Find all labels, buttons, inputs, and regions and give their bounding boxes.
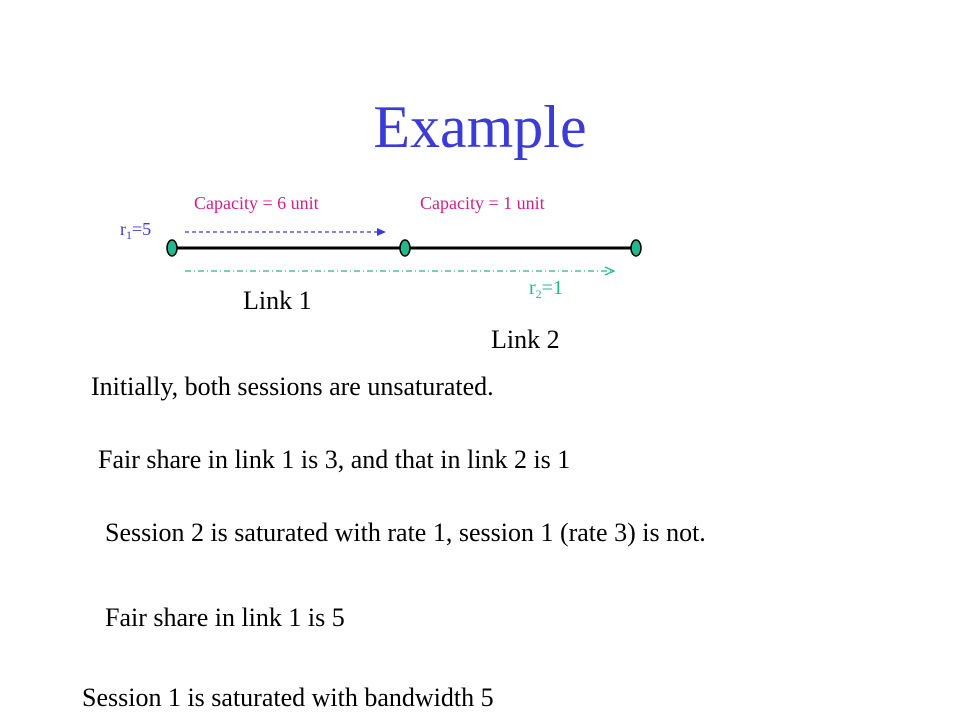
- session-2-arrowhead: [604, 266, 616, 276]
- r2-subscript: 2: [535, 287, 542, 301]
- initial-state-text: Initially, both sessions are unsaturated…: [91, 372, 494, 401]
- session-2-rate-label: r2=1: [529, 277, 563, 302]
- r2-symbol: r: [529, 277, 536, 299]
- r1-subscript: 1: [126, 228, 132, 242]
- session-1-rate-label: r1=5: [120, 219, 151, 243]
- node-destination: [630, 239, 642, 257]
- session-2-saturated-text: Session 2 is saturated with rate 1, sess…: [105, 518, 706, 547]
- session-1-saturated-text: Session 1 is saturated with bandwidth 5: [82, 683, 494, 712]
- session-1-arrowhead: [377, 228, 386, 236]
- fair-share-step-1-text: Fair share in link 1 is 3, and that in l…: [98, 445, 571, 474]
- link-2-capacity-label: Capacity = 1 unit: [420, 193, 545, 213]
- r1-symbol: r: [120, 219, 126, 239]
- link-2-label: Link 2: [491, 325, 560, 354]
- fair-share-step-2-text: Fair share in link 1 is 5: [105, 603, 345, 632]
- node-middle: [399, 239, 411, 257]
- slide-title: Example: [373, 94, 587, 160]
- node-source: [166, 239, 178, 257]
- r1-value: =5: [132, 219, 152, 239]
- link-1-label: Link 1: [243, 286, 312, 315]
- r2-value: =1: [541, 277, 563, 299]
- link-1-capacity-label: Capacity = 6 unit: [194, 193, 319, 213]
